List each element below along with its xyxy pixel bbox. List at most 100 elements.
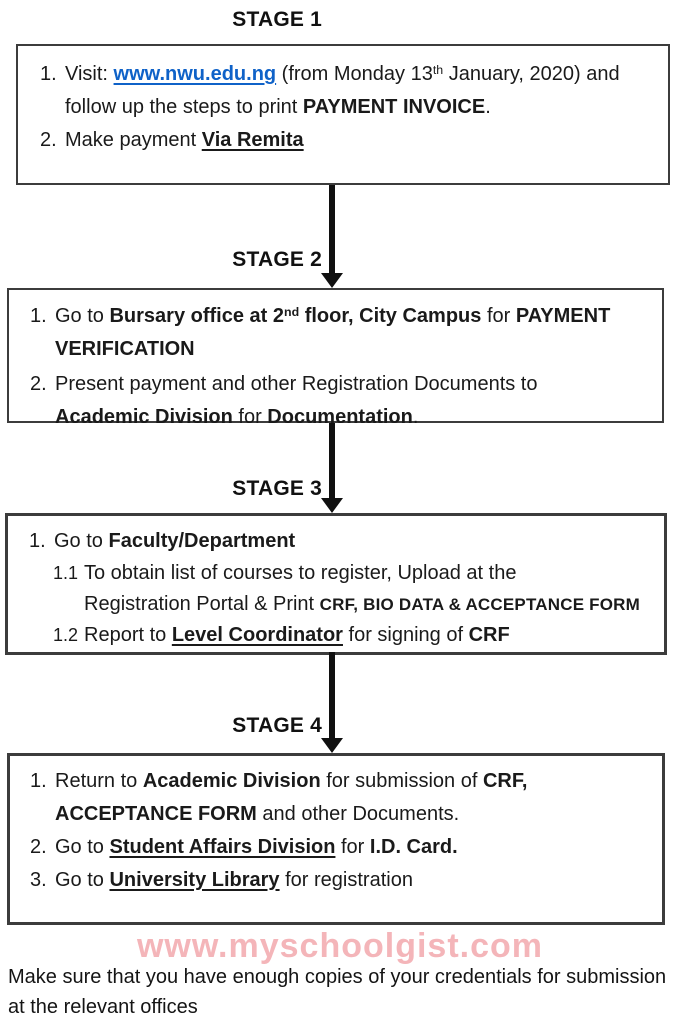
academic-division-keyword: Academic Division (142, 770, 321, 792)
crf-biodata-acceptance-keyword: CRF, BIO DATA & ACCEPTANCE FORM (319, 595, 641, 614)
academic-division-keyword: Academic Division (55, 406, 233, 428)
text-segment: for (481, 305, 516, 327)
flow-arrow-down (321, 652, 343, 753)
text-segment: Go to (54, 530, 109, 552)
stage2-label: STAGE 2 (232, 248, 322, 271)
text-line: Go to Student Affairs Division for I.D. … (55, 831, 652, 864)
stage4-box: 1. Return to Academic Division for submi… (7, 753, 665, 925)
crf-keyword: CRF (468, 624, 510, 646)
text-line: Registration Portal & Print CRF, BIO DAT… (84, 589, 656, 620)
stage4-label: STAGE 4 (232, 714, 322, 737)
list-item: 2. Make payment Via Remita (40, 124, 656, 157)
stage1-box: 1. Visit: www.nwu.edu.ng (from Monday 13… (16, 44, 670, 185)
text-segment: follow up the steps to print (65, 96, 303, 118)
superscript: nd (284, 304, 300, 319)
arrow-line (329, 185, 335, 274)
text-segment: for signing of (342, 624, 469, 646)
text-line: VERIFICATION (55, 333, 650, 366)
footer-note: Make sure that you have enough copies of… (8, 962, 680, 1022)
list-item: 3. Go to University Library for registra… (30, 864, 652, 897)
sub-list-item: 1.1 To obtain list of courses to registe… (53, 558, 656, 620)
via-remita-keyword: Via Remita (201, 129, 304, 151)
text-segment: Present payment and other Registration D… (55, 373, 538, 395)
text-line: Go to University Library for registratio… (55, 864, 652, 897)
list-item-text: Go to Faculty/Department (54, 525, 656, 558)
text-line: Visit: www.nwu.edu.ng (from Monday 13th … (65, 58, 656, 91)
verification-keyword: VERIFICATION (55, 338, 195, 360)
footer-line: Make sure that you have enough copies of… (8, 966, 667, 988)
text-segment: for submission of (320, 770, 483, 792)
text-line: To obtain list of courses to register, U… (84, 558, 656, 589)
student-affairs-keyword: Student Affairs Division (109, 836, 336, 858)
stage2-box: 1. Go to Bursary office at 2nd floor, Ci… (7, 288, 664, 428)
list-number: 1. (29, 530, 46, 552)
text-segment: Return to (55, 770, 143, 792)
text-segment: Report to (84, 624, 172, 646)
text-segment: To obtain list of courses to register, U… (84, 562, 517, 584)
list-item: 2. Go to Student Affairs Division for I.… (30, 831, 652, 864)
list-number: 1. (40, 63, 57, 85)
text-segment: Go to (55, 836, 110, 858)
acceptance-form-keyword: ACCEPTANCE FORM (55, 803, 257, 825)
text-segment: Make payment (65, 129, 202, 151)
text-segment: and other Documents. (256, 803, 460, 825)
list-number: 3. (30, 869, 47, 891)
sub-list-number: 1.2 (53, 625, 79, 645)
text-line: Present payment and other Registration D… (55, 368, 650, 401)
footer-line: at the relevant offices (8, 996, 198, 1018)
list-item: 1. Return to Academic Division for submi… (30, 765, 652, 831)
list-item-text: To obtain list of courses to register, U… (84, 558, 656, 620)
text-line: Return to Academic Division for submissi… (55, 765, 652, 798)
text-segment: Registration Portal & Print (84, 593, 320, 615)
text-segment: Visit: (65, 63, 114, 85)
superscript: th (432, 62, 444, 77)
text-segment: Go to (55, 305, 110, 327)
list-number: 1. (30, 770, 47, 792)
crf-keyword: CRF, (482, 770, 528, 792)
stage1-label: STAGE 1 (232, 8, 322, 31)
list-number: 2. (30, 373, 47, 395)
text-line: Go to Faculty/Department (54, 525, 656, 558)
arrow-line (329, 652, 335, 739)
arrow-head-icon (321, 498, 343, 513)
list-item: 1. Go to Faculty/Department (29, 525, 656, 558)
text-line: Academic Division for Documentation. (55, 401, 650, 434)
list-item-text: Go to Bursary office at 2nd floor, City … (55, 300, 650, 366)
text-segment: for (232, 406, 268, 428)
watermark-text: www.myschoolgist.com (136, 927, 544, 965)
university-library-keyword: University Library (109, 869, 280, 891)
sub-list-number: 1.1 (53, 563, 79, 583)
text-line: Go to Bursary office at 2nd floor, City … (55, 300, 650, 333)
text-segment: . (485, 96, 491, 118)
text-segment: Go to (55, 869, 110, 891)
flow-arrow-down (321, 185, 343, 288)
list-item-text: Visit: www.nwu.edu.ng (from Monday 13th … (65, 58, 656, 124)
list-item: 1. Go to Bursary office at 2nd floor, Ci… (30, 300, 650, 366)
stage3-box: 1. Go to Faculty/Department 1.1 To obtai… (5, 513, 667, 655)
arrow-head-icon (321, 273, 343, 288)
arrow-line (329, 423, 335, 499)
text-segment: . (412, 406, 419, 428)
bursary-office-keyword: Bursary office at 2nd floor, City Campus (109, 304, 482, 327)
text-segment: for (335, 836, 370, 858)
nwu-link[interactable]: www.nwu.edu.ng (113, 63, 277, 85)
list-item-text: Present payment and other Registration D… (55, 368, 650, 434)
text-line: Report to Level Coordinator for signing … (84, 620, 656, 651)
list-item-text: Report to Level Coordinator for signing … (84, 620, 656, 651)
id-card-keyword: I.D. Card. (369, 836, 458, 858)
list-item-text: Go to University Library for registratio… (55, 864, 652, 897)
text-segment: for registration (279, 869, 413, 891)
list-number: 2. (40, 129, 57, 151)
payment-invoice-keyword: PAYMENT INVOICE (302, 96, 486, 118)
list-number: 1. (30, 305, 47, 327)
list-item: 2. Present payment and other Registratio… (30, 368, 650, 434)
arrow-head-icon (321, 738, 343, 753)
text-line: Make payment Via Remita (65, 124, 656, 157)
text-line: follow up the steps to print PAYMENT INV… (65, 91, 656, 124)
level-coordinator-keyword: Level Coordinator (171, 624, 343, 646)
text-line: ACCEPTANCE FORM and other Documents. (55, 798, 652, 831)
text-segment: January, 2020) and (443, 63, 620, 85)
payment-keyword: PAYMENT (515, 305, 611, 327)
list-item-text: Make payment Via Remita (65, 124, 656, 157)
list-item-text: Go to Student Affairs Division for I.D. … (55, 831, 652, 864)
